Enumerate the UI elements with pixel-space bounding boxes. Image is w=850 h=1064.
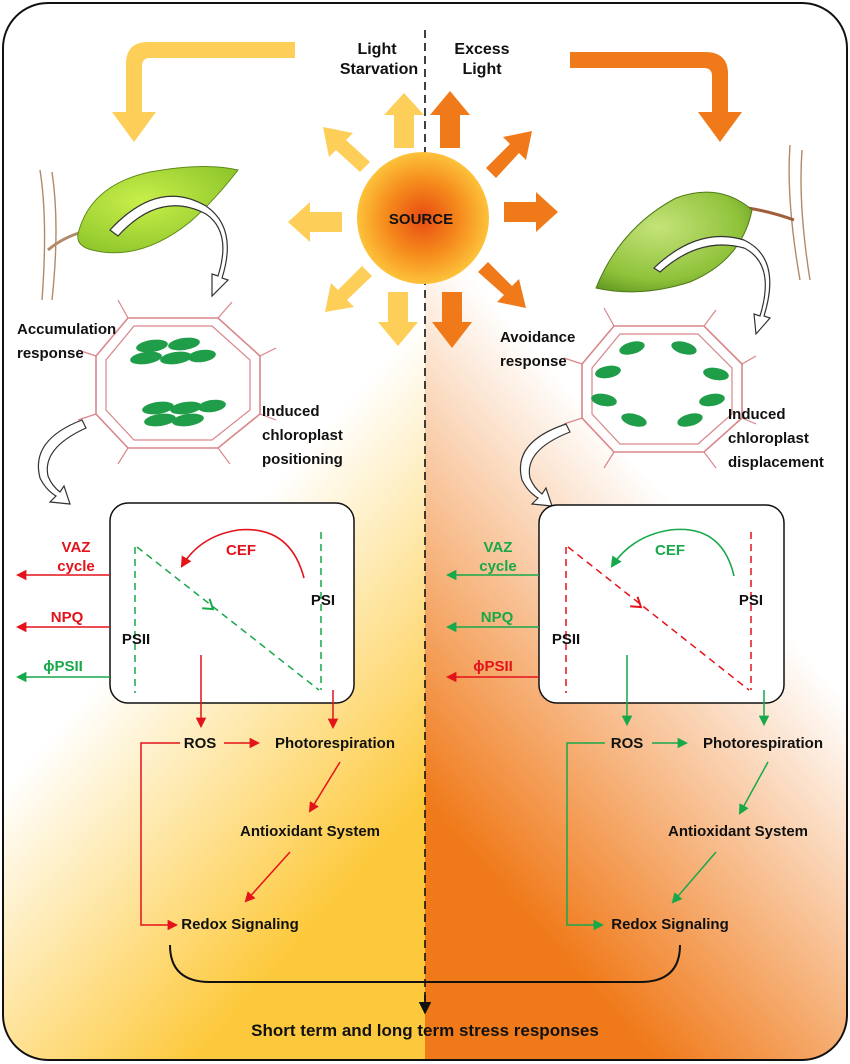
right-condition-label-line2: Light — [462, 61, 502, 78]
left-psii-label: PSII — [121, 631, 151, 648]
ray-orange-n — [430, 91, 470, 148]
left-curved-arrow-shape — [112, 42, 295, 142]
left-condition-label-line1: Light — [357, 41, 397, 58]
right-positioning-label-2: chloroplast — [728, 430, 809, 447]
left-phipsii-label: ϕPSII — [43, 658, 83, 675]
left-cef-label: CEF — [226, 542, 256, 559]
ray-orange-e — [504, 192, 558, 232]
left-vaz-line1: VAZ — [61, 539, 91, 556]
left-positioning-label-3: positioning — [262, 451, 343, 468]
right-phipsii-label: ϕPSII — [473, 658, 513, 675]
right-leaf — [595, 191, 753, 293]
right-stem — [788, 144, 811, 281]
right-antioxidant-label: Antioxidant System — [667, 823, 809, 840]
left-vaz-line2: cycle — [57, 558, 95, 575]
left-ros-label: ROS — [183, 735, 217, 752]
left-redox-label: Redox Signaling — [181, 916, 299, 933]
ray-orange-ne — [486, 131, 532, 178]
right-response-label-1: Avoidance — [500, 329, 576, 346]
right-curved-arrow-shape — [570, 52, 742, 142]
ray-yellow-w — [288, 202, 342, 242]
left-positioning-label-1: Induced — [262, 403, 320, 420]
right-cef-arc — [610, 528, 735, 577]
left-antioxidant-label: Antioxidant System — [239, 823, 381, 840]
footer-label: Short term and long term stress response… — [251, 1021, 599, 1040]
left-positioning-label-2: chloroplast — [262, 427, 343, 444]
left-cell — [77, 299, 277, 465]
right-response-label-2: response — [500, 353, 567, 370]
chloroplasts-displaced — [591, 341, 729, 427]
ray-orange-se — [478, 262, 526, 308]
left-leaf-white-arrow — [109, 195, 230, 298]
right-positioning-label-3: displacement — [728, 454, 824, 471]
left-response-label-2: response — [17, 345, 84, 362]
right-npq-label: NPQ — [480, 609, 514, 626]
right-leaf-white-arrow — [653, 235, 772, 336]
right-photorespiration-label: Photorespiration — [702, 735, 824, 752]
left-leaf-group — [39, 165, 239, 301]
sun-label: SOURCE — [388, 211, 454, 228]
right-vaz-line2: cycle — [479, 558, 517, 575]
ray-yellow-nw — [323, 127, 370, 172]
right-redox-label: Redox Signaling — [611, 916, 729, 933]
right-ros-label: ROS — [610, 735, 644, 752]
right-condition-label-line1: Excess — [454, 41, 510, 58]
left-response-label-1: Accumulation — [17, 321, 117, 338]
right-positioning-label-1: Induced — [728, 406, 786, 423]
right-vaz-line1: VAZ — [483, 539, 513, 556]
left-npq-label: NPQ — [50, 609, 84, 626]
left-photorespiration-label: Photorespiration — [274, 735, 396, 752]
right-psi-label: PSI — [738, 592, 764, 609]
right-leaf-group — [595, 144, 811, 336]
left-cef-arc — [180, 528, 305, 579]
chloroplasts-top — [130, 337, 216, 365]
ray-yellow-sw — [325, 266, 372, 312]
ray-orange-s — [432, 292, 472, 348]
ray-yellow-s — [378, 292, 418, 346]
left-psi-label: PSI — [310, 592, 336, 609]
left-condition-label-line2: Starvation — [339, 61, 419, 78]
sun-rays — [288, 91, 558, 348]
bottom-brace — [169, 944, 681, 983]
ray-yellow-n — [384, 93, 424, 148]
left-stem — [39, 169, 57, 301]
sun — [357, 152, 489, 284]
left-cell-white-arrow — [37, 419, 87, 505]
right-cell — [563, 307, 757, 469]
right-cef-label: CEF — [655, 542, 685, 559]
right-psii-label: PSII — [551, 631, 581, 648]
chloroplasts-bottom — [142, 399, 226, 427]
right-photosystem-box — [538, 504, 785, 704]
